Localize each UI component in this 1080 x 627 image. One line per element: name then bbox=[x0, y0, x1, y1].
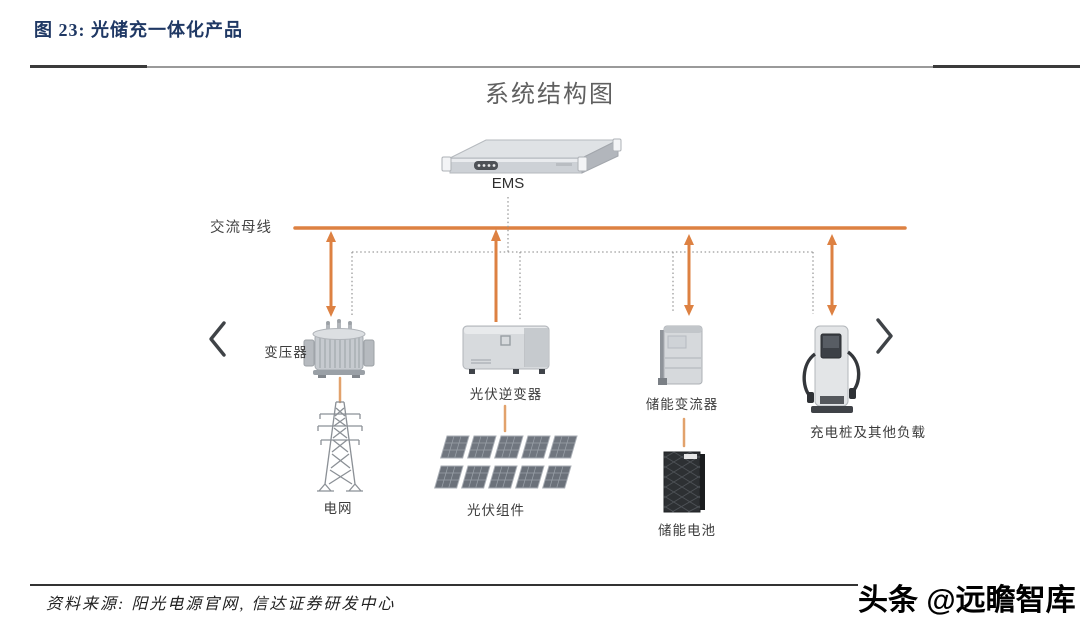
label-ac-bus: 交流母线 bbox=[210, 220, 272, 236]
label-battery: 储能电池 bbox=[658, 523, 716, 538]
label-grid: 电网 bbox=[323, 501, 353, 516]
diagram-title: 系统结构图 bbox=[485, 81, 615, 108]
storage-converter-image bbox=[658, 325, 703, 385]
transformer-image bbox=[303, 319, 375, 378]
label-pv-modules: 光伏组件 bbox=[467, 503, 525, 518]
battery-image bbox=[663, 451, 705, 513]
title-underline-right bbox=[933, 65, 1080, 68]
label-charging-pile: 充电桩及其他负载 bbox=[810, 425, 926, 440]
pv-inverter-image bbox=[462, 325, 550, 374]
grid-tower-image bbox=[317, 401, 363, 492]
title-underline-left bbox=[30, 65, 147, 68]
prev-button[interactable] bbox=[208, 320, 228, 360]
label-storage-converter: 储能变流器 bbox=[645, 397, 719, 412]
source-divider bbox=[30, 584, 858, 586]
watermark-text: 头条 @远瞻智库 bbox=[858, 584, 1076, 617]
title-underline-mid bbox=[147, 66, 933, 68]
figure-caption: 图 23: 光储充一体化产品 bbox=[34, 20, 243, 40]
ems-server-image bbox=[441, 138, 622, 174]
source-text: 资料来源: 阳光电源官网, 信达证券研发中心 bbox=[46, 596, 396, 613]
label-ems: EMS bbox=[491, 175, 525, 192]
charging-pile-image bbox=[802, 325, 861, 413]
label-pv-inverter: 光伏逆变器 bbox=[469, 387, 543, 402]
pv-modules-image bbox=[434, 435, 578, 489]
label-transformer: 变压器 bbox=[264, 345, 308, 360]
next-button[interactable] bbox=[874, 317, 894, 357]
